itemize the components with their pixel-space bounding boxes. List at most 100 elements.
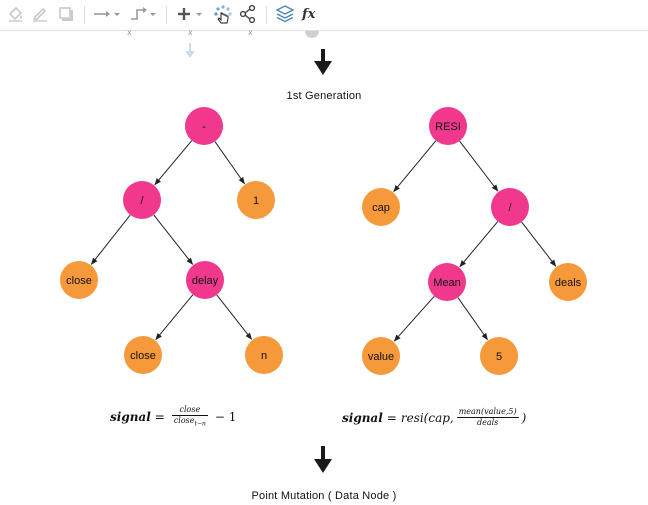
node-label: Mean (433, 277, 461, 289)
data-node-circle (362, 188, 400, 226)
share-icon (239, 4, 256, 24)
node-r-div[interactable]: / (491, 188, 529, 226)
node-l-div[interactable]: / (123, 181, 161, 219)
formula-right-numerator: mean(value,5) (458, 407, 517, 416)
waypoints-icon (131, 7, 156, 20)
shadow-icon (59, 7, 73, 21)
node-label: / (508, 202, 512, 214)
partial-node (305, 31, 319, 38)
edge-l-delay-l-n (216, 294, 253, 340)
formula-left-tail: − 1 (214, 410, 237, 425)
faded-arrow (185, 43, 195, 58)
share-button[interactable] (238, 3, 258, 25)
loading-spinner-icon (214, 5, 232, 24)
node-l-n[interactable]: n (245, 336, 283, 374)
node-label: value (368, 351, 394, 363)
heading-first-generation: 1st Generation (286, 90, 362, 102)
node-r-deals[interactable]: deals (549, 263, 587, 301)
layers-button[interactable] (274, 3, 296, 25)
data-node-circle (480, 337, 518, 375)
insert-button[interactable] (174, 3, 206, 25)
edge-r-div-r-mean (459, 221, 499, 268)
insert-plus-icon (178, 8, 202, 20)
node-l-close2[interactable]: close (124, 336, 162, 374)
data-node-circle (60, 261, 98, 299)
node-label: 5 (496, 351, 502, 363)
formula-icon: fx (302, 6, 316, 22)
formula-left-equals: = (154, 410, 165, 425)
toolbar: fx x x x (0, 0, 648, 37)
formula-left-denominator-sub: t−n (194, 420, 206, 428)
node-l-root[interactable]: - (185, 107, 223, 145)
formula-right: signal = resi(cap, mean(value,5) deals ) (342, 407, 526, 428)
formula-right-equals: = (386, 410, 397, 425)
line-color-button[interactable] (30, 3, 50, 25)
operator-node-circle (491, 188, 529, 226)
fill-color-button[interactable] (6, 3, 26, 25)
edge-l-root-l-div (154, 140, 193, 186)
diagram-canvas: - / 1 close delay close n RESI cap / Mean deals valu… (0, 31, 648, 505)
layers-icon (275, 5, 295, 23)
toolbar-divider (166, 6, 167, 24)
edge-r-root-r-div (459, 140, 499, 192)
data-node-circle (245, 336, 283, 374)
edge-l-delay-l-close2 (155, 294, 194, 341)
flow-arrow-bottom (314, 446, 332, 473)
edge-l-div-l-delay (153, 214, 194, 265)
connection-arrow-button[interactable] (92, 3, 122, 25)
flow-arrow-top (314, 49, 332, 75)
node-label: RESI (435, 121, 461, 133)
data-node-circle (237, 181, 275, 219)
node-l-close1[interactable]: close (60, 261, 98, 299)
node-label: deals (555, 277, 582, 289)
node-label: 1 (253, 195, 259, 207)
edge-r-mean-r-five (457, 297, 488, 341)
node-r-value[interactable]: value (362, 337, 400, 375)
edge-r-mean-r-value (393, 295, 435, 342)
node-r-root[interactable]: RESI (429, 107, 467, 145)
loading-button[interactable] (212, 3, 234, 25)
data-node-circle (362, 337, 400, 375)
formula-left: signal = close closet−n − 1 (110, 405, 240, 430)
node-label: cap (372, 202, 390, 214)
diagram-svg: - / 1 close delay close n RESI cap / Mean deals valu… (60, 31, 587, 473)
operator-node-circle (185, 107, 223, 145)
heading-point-mutation: Point Mutation ( Data Node ) (251, 490, 397, 502)
edge-r-div-r-deals (521, 221, 557, 267)
node-l-one[interactable]: 1 (237, 181, 275, 219)
formula-right-close: ) (521, 410, 527, 425)
data-node-circle (124, 336, 162, 374)
pointer-hand-icon (217, 12, 229, 24)
formula-left-denominator: close (173, 416, 195, 425)
toolbar-divider (266, 6, 267, 24)
waypoints-button[interactable] (128, 3, 158, 25)
formula-right-denominator: deals (477, 418, 499, 427)
node-r-five[interactable]: 5 (480, 337, 518, 375)
node-r-cap[interactable]: cap (362, 188, 400, 226)
edge-l-root-l-one (214, 141, 245, 185)
edge-r-root-r-cap (393, 140, 437, 193)
formula-right-lhs: signal (342, 410, 383, 425)
formula-button[interactable]: fx (302, 3, 315, 25)
node-label: - (202, 121, 206, 133)
toolbar-divider (84, 6, 85, 24)
formula-right-fraction: mean(value,5) deals (456, 407, 519, 428)
tree-nodes: - / 1 close delay close n RESI cap / Mean deals valu… (60, 107, 587, 375)
operator-node-circle (428, 263, 466, 301)
tree-edges (90, 140, 557, 342)
node-label: close (130, 350, 156, 362)
formula-left-lhs: signal (110, 410, 151, 425)
node-r-mean[interactable]: Mean (428, 263, 466, 301)
node-label: / (140, 195, 144, 207)
node-l-delay[interactable]: delay (186, 261, 224, 299)
formula-left-fraction: close closet−n (171, 405, 208, 430)
node-label: n (261, 350, 267, 362)
fill-color-icon (8, 6, 23, 22)
operator-node-circle (186, 261, 224, 299)
line-color-icon (32, 7, 47, 22)
formula-left-numerator: close (179, 405, 201, 414)
shadow-button[interactable] (56, 3, 76, 25)
node-label: close (66, 275, 92, 287)
formula-right-func: resi(cap, (400, 410, 454, 425)
operator-node-circle (429, 107, 467, 145)
